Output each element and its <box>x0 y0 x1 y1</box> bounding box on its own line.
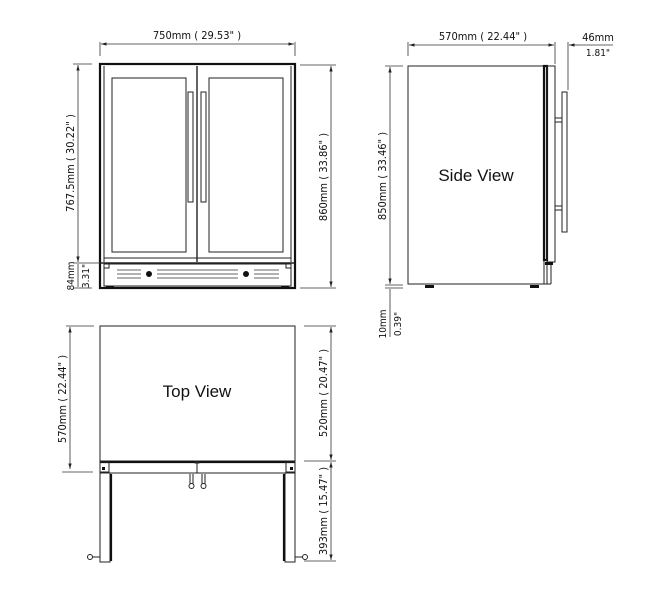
top-view: 570mm ( 22.44" ) 520mm ( 20.47" ) 393mm … <box>56 325 336 563</box>
side-height-label: 850mm ( 33.46" ) <box>376 132 389 220</box>
top-view-label: Top View <box>163 382 232 401</box>
left-door-handle <box>187 91 194 203</box>
side-depth-dimension: 570mm ( 22.44" ) 46mm 1.81" <box>407 30 614 90</box>
foot-height-dimension: 10mm 0.39" <box>378 287 404 339</box>
right-door-handle <box>200 91 207 203</box>
door-swing-dimension: 393mm ( 15.47" ) <box>304 462 336 562</box>
body-depth-label: 520mm ( 20.47" ) <box>317 349 330 437</box>
body-depth-dimension: 520mm ( 20.47" ) <box>304 325 336 462</box>
side-view-label: Side View <box>438 166 514 185</box>
front-vent-grille <box>103 263 292 287</box>
handle-depth-mm-label: 46mm <box>582 31 614 44</box>
side-door-profile <box>546 65 556 263</box>
top-handles <box>188 474 207 489</box>
handle-depth-in-label: 1.81" <box>586 48 610 59</box>
base-height-in-label: 3.31" <box>81 264 92 288</box>
left-door-glass <box>111 77 187 253</box>
total-height-dimension: 860mm ( 33.86" ) <box>300 64 336 289</box>
side-height-dimension: 850mm ( 33.46" ) <box>376 65 403 286</box>
top-depth-dimension: 570mm ( 22.44" ) <box>56 325 94 473</box>
side-view: 570mm ( 22.44" ) 46mm 1.81" 850mm ( 33.4… <box>376 30 614 338</box>
side-depth-label: 570mm ( 22.44" ) <box>439 30 527 43</box>
right-door-glass <box>208 77 284 253</box>
front-width-dimension: 750mm ( 29.53" ) <box>99 29 296 56</box>
foot-height-in-label: 0.39" <box>393 312 404 336</box>
door-height-label: 767.5mm ( 30.22" ) <box>64 114 77 212</box>
front-width-label: 750mm ( 29.53" ) <box>153 29 241 42</box>
foot-height-mm-label: 10mm <box>378 310 389 339</box>
top-depth-label: 570mm ( 22.44" ) <box>56 355 69 443</box>
right-door-open <box>282 472 308 563</box>
total-height-label: 860mm ( 33.86" ) <box>317 133 330 221</box>
side-handle <box>561 91 568 233</box>
base-height-mm-label: 84mm <box>66 262 77 291</box>
left-door-open <box>87 472 113 563</box>
base-height-dimension: 84mm 3.31" <box>66 262 100 291</box>
door-height-dimension: 767.5mm ( 30.22" ) <box>64 63 92 262</box>
front-cabinet-outline <box>98 62 297 290</box>
door-swing-label: 393mm ( 15.47" ) <box>317 467 330 555</box>
front-view: 750mm ( 29.53" ) <box>64 29 336 290</box>
